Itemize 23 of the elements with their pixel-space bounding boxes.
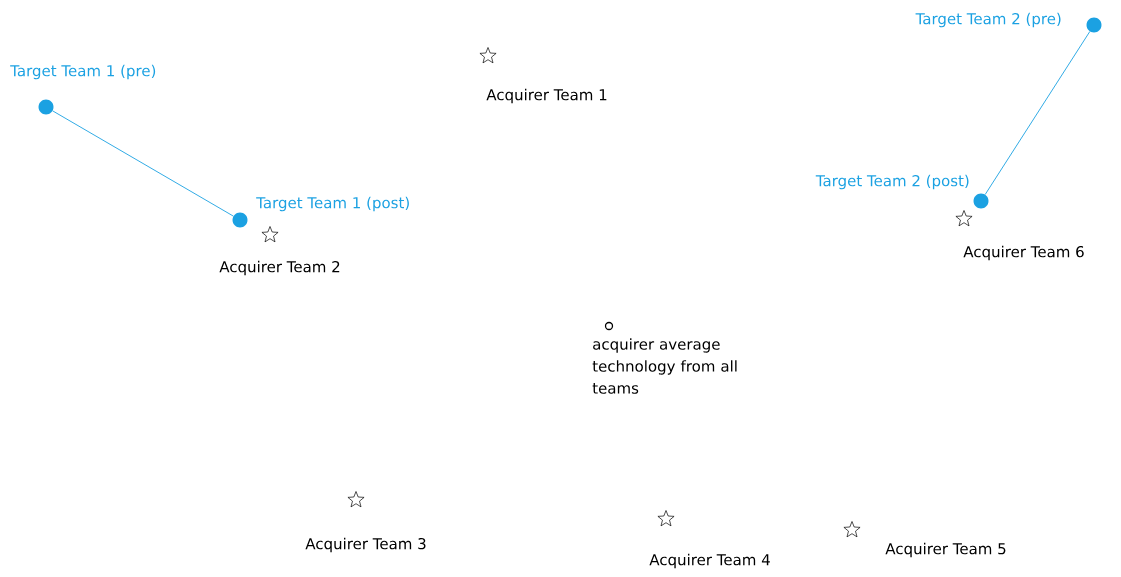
star-marker	[261, 226, 279, 243]
dot-marker	[232, 212, 248, 228]
node-label: Target Team 1 (pre)	[10, 64, 156, 80]
dot-marker	[973, 193, 989, 209]
star-marker	[657, 510, 675, 527]
node-label: Acquirer Team 1	[486, 88, 607, 104]
node-label: Target Team 2 (pre)	[915, 12, 1061, 28]
node-label: Acquirer Team 6	[963, 245, 1084, 261]
node-label: acquirer average technology from all teams	[592, 338, 737, 394]
node-label: Target Team 2 (post)	[815, 174, 969, 190]
connector-line	[52, 110, 234, 217]
star-marker	[955, 210, 973, 227]
star-marker	[843, 521, 861, 538]
node-label: Acquirer Team 3	[305, 537, 426, 553]
dot-marker	[1086, 17, 1102, 33]
node-label: Acquirer Team 2	[219, 260, 340, 276]
star-marker	[347, 491, 365, 508]
connector-line	[984, 31, 1091, 195]
node-label: Acquirer Team 4	[649, 553, 770, 569]
node-label: Acquirer Team 5	[885, 542, 1006, 558]
node-label: Target Team 1 (post)	[256, 196, 409, 212]
star-marker	[479, 47, 497, 64]
dot-marker	[38, 99, 54, 115]
